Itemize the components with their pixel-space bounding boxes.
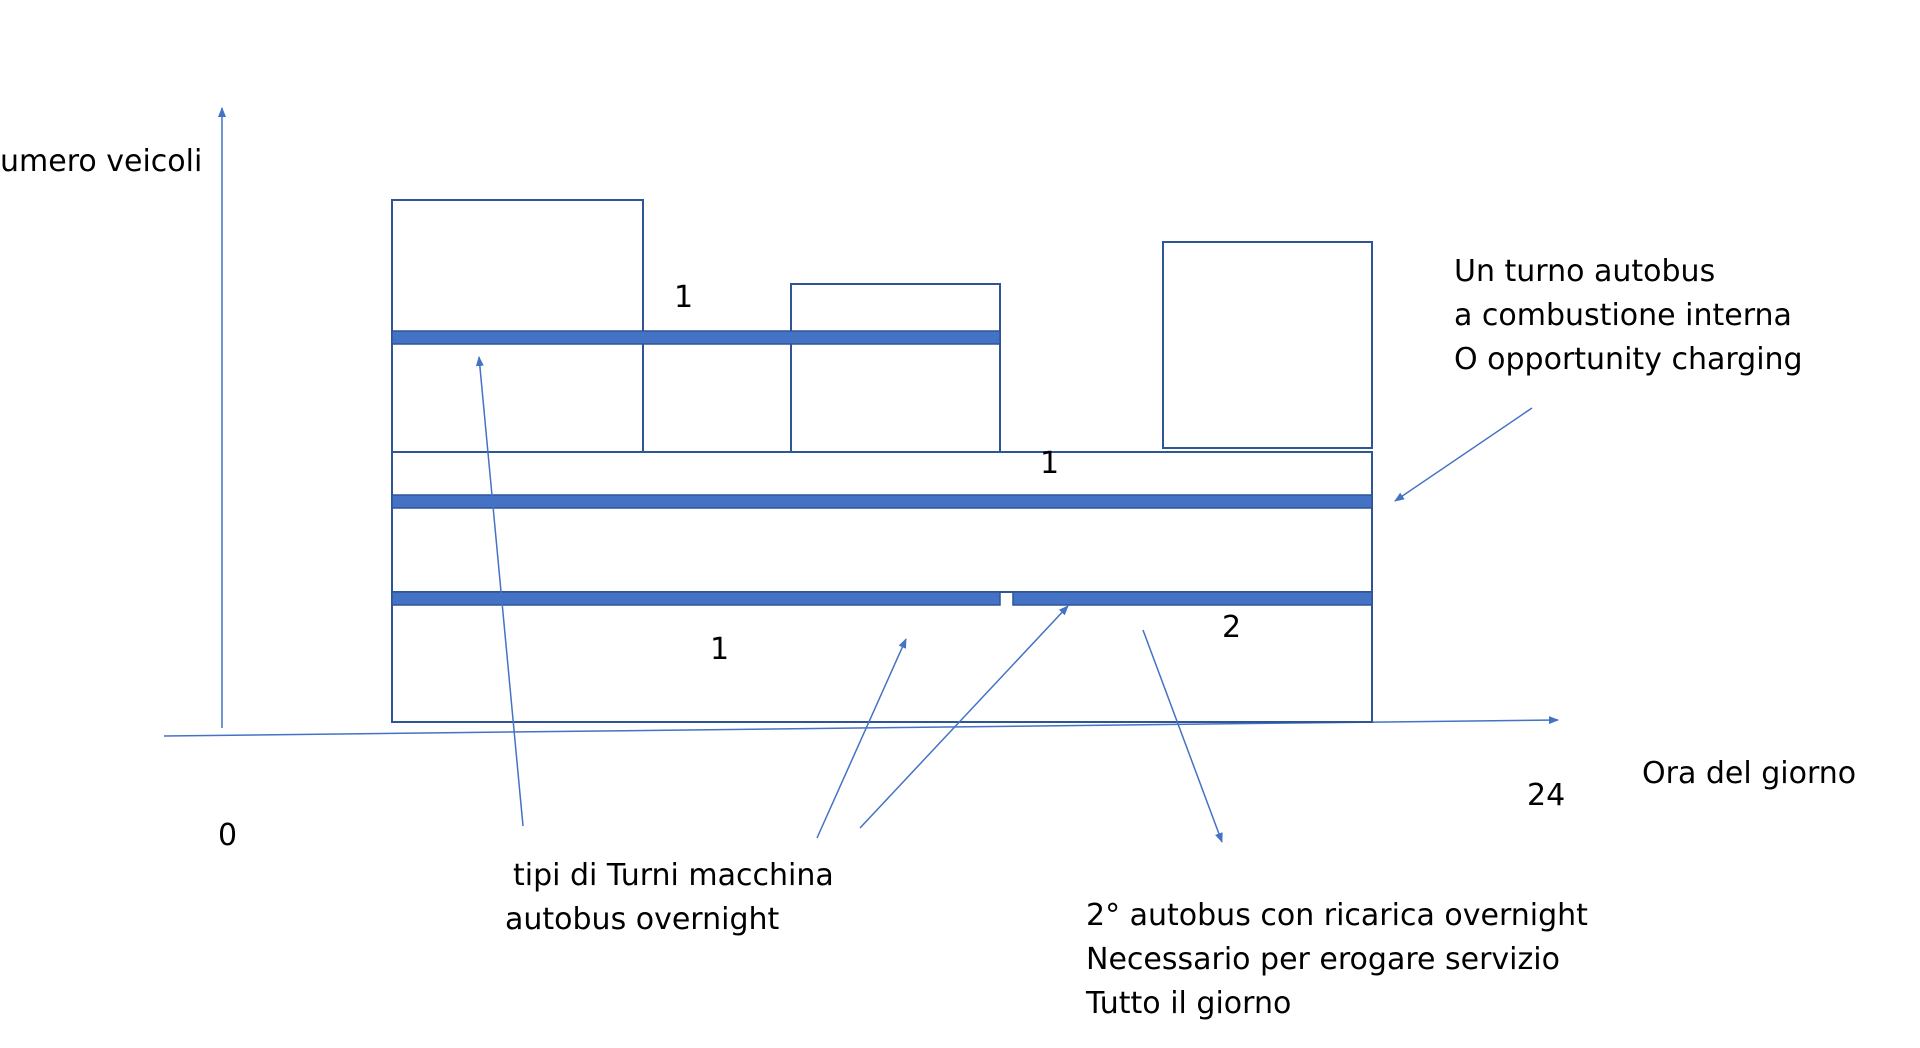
annotation-overnight-line-2: autobus overnight [505,902,780,937]
shift-bar-bottom-left [391,591,1001,606]
shift-bar-bottom-right [1012,591,1373,606]
shift-bar-top [391,330,1001,345]
annotation-second-bus-line-1: 2° autobus con ricarica overnight [1086,898,1588,933]
shift-bar-middle [391,494,1373,509]
annotation-combustion-line-3: O opportunity charging [1454,342,1803,377]
annotation-combustion-line-2: a combustione interna [1454,298,1792,333]
count-label-middle: 1 [1040,446,1060,481]
arrow-second-bus [1142,629,1223,843]
demand-block-middle [790,283,1001,453]
annotation-overnight-line-1: tipi di Turni macchina [513,858,834,893]
annotation-second-bus-line-3: Tutto il giorno [1086,986,1292,1021]
end-label: 24 [1527,778,1566,813]
demand-band-middle [391,451,1373,593]
origin-label: 0 [218,818,238,853]
count-label-bottom-left: 1 [710,632,730,667]
annotation-second-bus-line-2: Necessario per erogare servizio [1086,942,1560,977]
demand-block-right [1162,241,1373,449]
annotation-combustion-line-1: Un turno autobus [1454,254,1716,289]
x-axis-label: Ora del giorno [1642,756,1857,791]
annotation-overnight: tipi di Turni macchina autobus overnight [505,854,834,942]
arrow-overnight-1 [475,356,524,827]
arrow-overnight-2 [816,638,907,839]
annotation-second-bus: 2° autobus con ricarica overnight Necess… [1086,894,1588,1026]
count-label-top: 1 [674,280,694,315]
arrow-overnight-3 [859,605,1069,829]
demand-block-left [391,199,644,453]
count-label-bottom-right: 2 [1222,610,1242,645]
arrow-combustion [1394,407,1533,502]
annotation-combustion: Un turno autobus a combustione interna O… [1454,250,1803,382]
y-axis-label: umero veicoli [0,144,203,179]
